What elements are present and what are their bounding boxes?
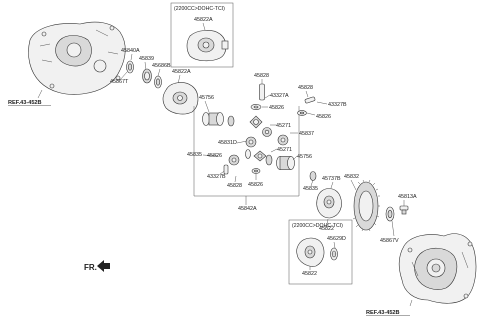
ref-label-top-left[interactable]: REF.43-452B [8, 100, 42, 106]
part-45840A[interactable]: 45840A [121, 48, 140, 54]
side-bearing-left [202, 112, 235, 127]
part-45822-bottom[interactable]: 45822 [302, 271, 317, 277]
option-box-bottom [288, 219, 353, 285]
oil-seal-ring [126, 60, 134, 74]
ring-gear [352, 179, 380, 232]
part-45629D[interactable]: 45629D [327, 236, 346, 242]
bearing-small-right [309, 171, 317, 181]
part-45822A-mid[interactable]: 45822A [172, 69, 191, 75]
part-45839[interactable]: 45839 [139, 56, 154, 62]
option-note-bottom: (2200CC>DOHC-TCI) [292, 223, 343, 229]
thrust-washer-a [250, 104, 262, 110]
part-45686B[interactable]: 45686B [152, 63, 171, 69]
part-45835-right[interactable]: 45835 [303, 186, 318, 192]
bolt-45813A [399, 205, 409, 215]
bearing-race [154, 75, 162, 89]
part-45828-right[interactable]: 45828 [298, 85, 313, 91]
pinion-gear-right [277, 134, 289, 146]
part-45826-b[interactable]: 45826 [316, 114, 331, 120]
option-note-top: (2200CC>DOHC-TCI) [174, 6, 225, 12]
direction-label: FR. [84, 263, 97, 272]
side-gear-left [249, 115, 263, 129]
side-gear-right [253, 150, 267, 162]
part-45822A-top[interactable]: 45822A [194, 17, 213, 23]
part-45842A[interactable]: 45842A [238, 206, 257, 212]
part-45822[interactable]: 45822 [319, 226, 334, 232]
part-45756-top[interactable]: 45756 [199, 95, 214, 101]
part-45828-top[interactable]: 45828 [254, 73, 269, 79]
thrust-washer-d [251, 168, 261, 174]
pinion-gear-left [245, 136, 257, 148]
differential-case-mid [162, 82, 199, 115]
part-45271-a[interactable]: 45271 [276, 123, 291, 129]
transaxle-housing-right [398, 233, 477, 304]
part-45826-a[interactable]: 45826 [269, 105, 284, 111]
part-45826-c[interactable]: 45826 [207, 153, 222, 159]
part-45831D[interactable]: 45831D [218, 140, 237, 146]
front-arrow-icon [97, 260, 110, 272]
bearing-ring [142, 68, 152, 84]
transaxle-housing-left [28, 21, 126, 95]
thrust-washer-b [297, 110, 307, 116]
side-bearing-right [265, 154, 295, 170]
pin-left [223, 164, 229, 175]
washer-45629D [330, 247, 338, 261]
part-45828-left[interactable]: 45828 [227, 183, 242, 189]
ref-label-bottom-right[interactable]: REF.43-452B [366, 310, 400, 316]
differential-case-top [186, 30, 229, 62]
part-43327B-left[interactable]: 43327B [207, 174, 226, 180]
differential-assembly-bracket [193, 106, 300, 197]
part-43327B-right[interactable]: 43327B [328, 102, 347, 108]
part-45867V[interactable]: 45867V [380, 238, 399, 244]
pinion-gear-top [262, 127, 272, 137]
part-45867T[interactable]: 45867T [110, 79, 129, 85]
pinion-shaft-top [259, 83, 265, 101]
differential-case-bottom [296, 237, 325, 267]
differential-carrier [316, 188, 342, 219]
part-45737B[interactable]: 45737B [322, 176, 341, 182]
part-43327A[interactable]: 43327A [270, 93, 289, 99]
side-gear-lower [228, 154, 240, 166]
part-45756-right[interactable]: 45756 [297, 154, 312, 160]
oil-seal-right [385, 206, 395, 222]
part-45813A[interactable]: 45813A [398, 194, 417, 200]
pin-right [304, 96, 316, 104]
part-45826-d[interactable]: 45826 [248, 182, 263, 188]
thrust-washer-c [245, 149, 251, 159]
part-45835-left[interactable]: 45835 [187, 152, 202, 158]
part-45271-b[interactable]: 45271 [277, 147, 292, 153]
option-box-top [170, 2, 234, 68]
part-45832[interactable]: 45832 [344, 174, 359, 180]
part-45837[interactable]: 45837 [299, 131, 314, 137]
